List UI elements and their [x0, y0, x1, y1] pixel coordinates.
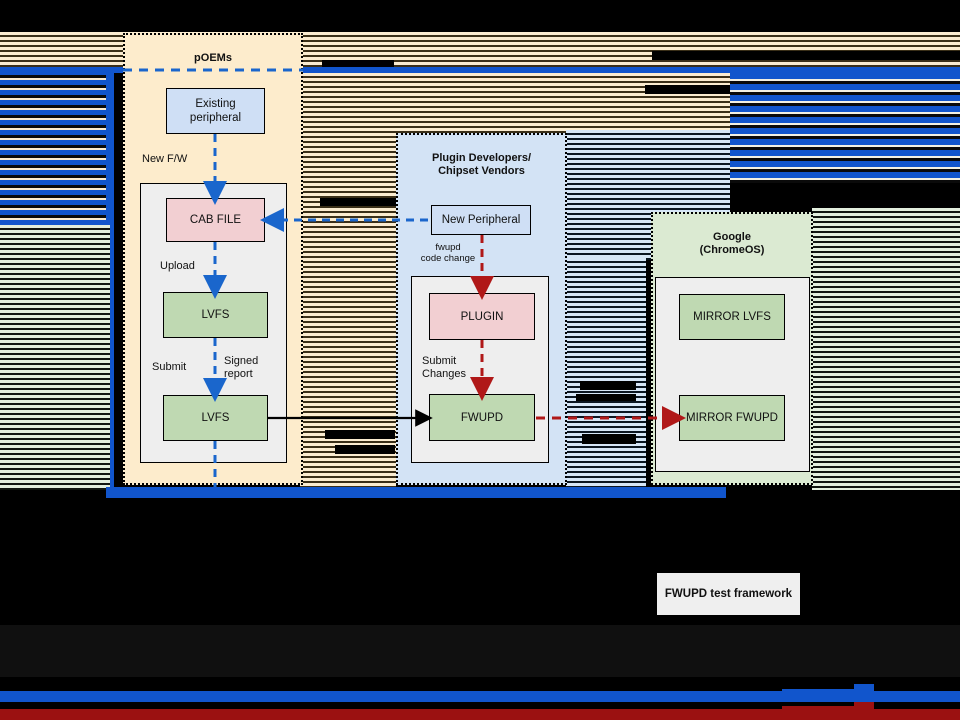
- legend-fwupd-test-framework[interactable]: FWUPD test framework: [657, 573, 800, 615]
- node-cab-file[interactable]: CAB FILE: [166, 198, 265, 242]
- edge-label-submit: Submit: [152, 361, 187, 373]
- edge-label-signed-report: Signed report: [224, 355, 259, 380]
- edge-label-new-fw: New F/W: [142, 153, 188, 165]
- group-plugin-title: Plugin Developers/ Chipset Vendors: [431, 152, 532, 177]
- node-lvfs-submit[interactable]: LVFS: [163, 395, 268, 441]
- node-existing-peripheral[interactable]: Existing peripheral: [166, 88, 265, 134]
- edge-label-upload: Upload: [160, 260, 195, 272]
- group-google-title: Google (ChromeOS): [699, 231, 765, 256]
- node-new-peripheral[interactable]: New Peripheral: [431, 205, 531, 235]
- edge-label-fwupd-code-change: fwupd code change: [420, 242, 476, 264]
- edge-label-submit-changes: Submit Changes: [422, 355, 467, 380]
- node-mirror-fwupd[interactable]: MIRROR FWUPD: [679, 395, 785, 441]
- group-poems-title: pOEMs: [194, 52, 232, 64]
- node-mirror-lvfs[interactable]: MIRROR LVFS: [679, 294, 785, 340]
- node-plugin[interactable]: PLUGIN: [429, 293, 535, 340]
